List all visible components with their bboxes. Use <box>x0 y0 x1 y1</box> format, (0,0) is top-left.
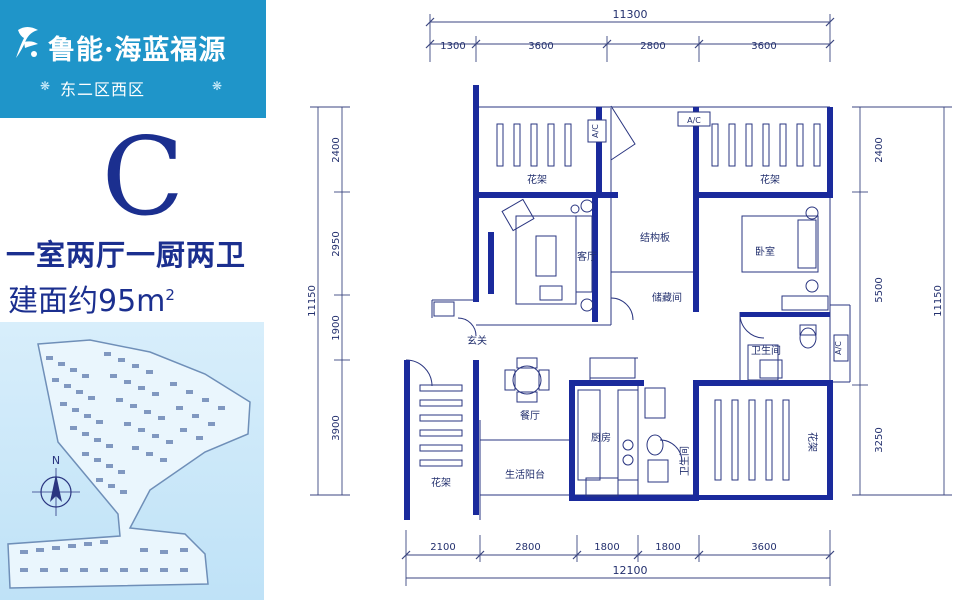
room-bedroom: 卧室 <box>755 245 775 258</box>
room-planter-right: 花架 <box>806 432 819 452</box>
room-kitchen: 厨房 <box>591 431 611 444</box>
furniture <box>501 198 829 497</box>
toilet-icon <box>799 327 817 349</box>
room-dining: 餐厅 <box>520 409 540 422</box>
star-icon: ❋ <box>40 79 51 93</box>
wardrobe <box>781 295 829 311</box>
dining-table <box>512 365 542 395</box>
compass: N <box>32 454 80 516</box>
dim-bottom-total: 12100 <box>613 564 648 577</box>
room-storage: 储藏间 <box>652 291 682 304</box>
ac-label-2: A/C <box>687 116 701 125</box>
lounge-chair <box>501 198 535 232</box>
dim-top-2: 3600 <box>528 41 553 52</box>
room-balcony: 生活阳台 <box>505 468 545 481</box>
dimension-lines <box>310 14 952 586</box>
lamp-icon <box>805 206 819 220</box>
dim-left-3: 1900 <box>331 315 342 340</box>
kitchen-counter <box>577 389 601 481</box>
sofa <box>575 215 593 293</box>
room-planter-bottom-left: 花架 <box>431 476 451 489</box>
star-icon: ❋ <box>212 79 223 93</box>
toilet-icon <box>646 434 664 456</box>
room-living: 客厅 <box>577 250 597 263</box>
site-outline <box>7 339 251 589</box>
brand-zone: 东二区西区 <box>60 80 146 99</box>
thick-walls <box>404 85 833 520</box>
room-bath-2: 卫生间 <box>678 446 691 476</box>
lamp-icon <box>805 279 819 293</box>
coffee-table <box>535 235 557 277</box>
ac-label-1: A/C <box>591 124 600 138</box>
dim-bottom-1: 2100 <box>430 542 455 553</box>
ac-units: A/C A/C A/C <box>433 111 849 362</box>
layout-title: 一室两厅一厨两卫 <box>6 238 247 272</box>
dim-bottom-3: 1800 <box>594 542 619 553</box>
building-blocks <box>20 352 225 572</box>
site-map: N <box>0 322 264 600</box>
dim-right-2: 5500 <box>874 277 885 302</box>
room-entry: 玄关 <box>467 334 487 347</box>
washing-machine <box>585 477 619 497</box>
dim-left-4: 3900 <box>331 415 342 440</box>
stove-icon <box>622 439 634 451</box>
dim-left-total: 11150 <box>307 285 318 317</box>
bed <box>741 215 819 273</box>
floor-plan: 11300 1300 3600 2800 3600 2100 2800 1800… <box>307 8 952 586</box>
shower-tray <box>747 344 779 381</box>
dim-top-4: 3600 <box>751 41 776 52</box>
ac-label-3: A/C <box>834 341 843 355</box>
room-bath-1: 卫生间 <box>751 344 781 357</box>
north-label: N <box>52 454 60 467</box>
area-text: 建面约95m2 <box>8 276 175 320</box>
dim-bottom-2: 2800 <box>515 542 540 553</box>
dim-top-total: 11300 <box>613 8 648 21</box>
dim-top-3: 2800 <box>640 41 665 52</box>
planter-slats <box>419 123 821 481</box>
area-superscript: 2 <box>165 286 175 304</box>
armchair <box>539 285 563 301</box>
dim-left-2: 2950 <box>331 231 342 256</box>
brand-banner: 鲁能·海蓝福源 ❋ 东二区西区 ❋ <box>0 0 266 118</box>
dimension-ticks <box>401 17 835 560</box>
dim-top-1: 1300 <box>440 41 465 52</box>
dim-right-3: 3250 <box>874 427 885 452</box>
room-structure: 结构板 <box>640 231 670 244</box>
dim-right-total: 11150 <box>933 285 944 317</box>
lamp-icon <box>580 199 594 213</box>
lamp-icon <box>580 298 594 312</box>
dim-left-1: 2400 <box>331 137 342 162</box>
room-planter-top-right: 花架 <box>760 173 780 186</box>
room-planter-top-left: 花架 <box>527 173 547 186</box>
sofa-area <box>515 215 577 305</box>
logo-icon <box>16 27 38 58</box>
vanity <box>644 387 666 419</box>
dim-bottom-4: 1800 <box>655 542 680 553</box>
north-arrow-icon <box>50 474 62 502</box>
dim-bottom-5: 3600 <box>751 542 776 553</box>
unit-type-letter: C <box>101 115 185 240</box>
dim-right-1: 2400 <box>874 137 885 162</box>
brand-name: 鲁能·海蓝福源 <box>48 35 227 66</box>
area-label: 建面约95m <box>8 284 166 319</box>
